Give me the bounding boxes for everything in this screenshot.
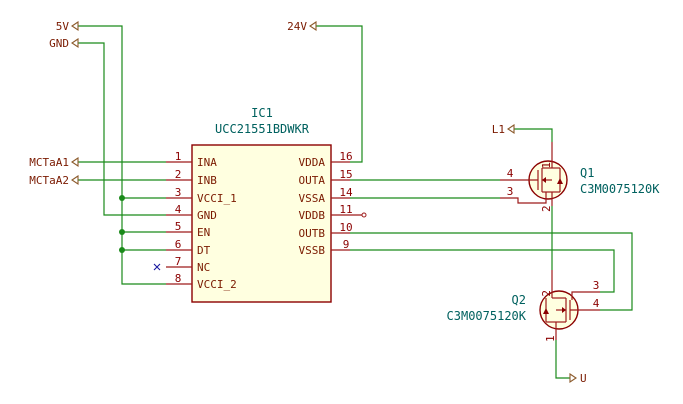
ic1-pin-number: 1 (175, 150, 182, 163)
ic1-pin-name: OUTB (299, 227, 326, 240)
ic1-body (191, 144, 332, 303)
ic1-pin-number: 15 (339, 168, 352, 181)
net-label-mctaa2-text: MCTaA2 (29, 174, 69, 187)
no-connect-icon (153, 263, 161, 271)
ic1-pin-number: 11 (339, 203, 352, 216)
ic1-pin-name: GND (197, 209, 217, 222)
ic1-pin-name: VSSB (299, 244, 326, 257)
ic1-pin-number: 9 (343, 238, 350, 251)
q2-value: C3M0075120K (447, 309, 527, 323)
ic1-pin-number: 7 (175, 255, 182, 268)
ic1-pin-name: NC (197, 261, 210, 274)
ic1-pin-number: 16 (339, 150, 352, 163)
q1-diode-icon (557, 178, 563, 184)
q2-arrow-icon (562, 307, 566, 313)
ic1-pin-name: VDDB (299, 209, 326, 222)
q2-pin-number: 4 (593, 297, 600, 310)
q2-mosfet-symbol: 2 1 3 4 Q2 C3M0075120K (447, 270, 600, 342)
ic1-pin-number: 6 (175, 238, 182, 251)
net-label-gnd-text: GND (49, 37, 69, 50)
junction-dot (119, 247, 125, 253)
ic1-pin-number: 5 (175, 220, 182, 233)
net-label-u: U (569, 372, 587, 385)
q2-ref: Q2 (512, 293, 526, 307)
ic1-pin-number: 3 (175, 186, 182, 199)
net-label-24v: 24V (287, 20, 317, 33)
q2-pin-number: 2 (540, 290, 553, 297)
ic1-pin-name: INB (197, 174, 217, 187)
ic1-pin-name: INA (197, 156, 217, 169)
q2-pin-number: 1 (544, 335, 557, 342)
wires (78, 25, 633, 379)
net-label-mctaa1: MCTaA1 (29, 156, 79, 169)
ic1-pin-number: 4 (175, 203, 182, 216)
net-label-5v: 5V (56, 20, 79, 33)
ic1-pin-name: VSSA (299, 192, 326, 205)
ic1-pin-name: VCCI_1 (197, 192, 237, 205)
net-label-5v-text: 5V (56, 20, 70, 33)
ic1-pin-number: 8 (175, 272, 182, 285)
unconnected-pin-icon (361, 212, 367, 218)
junctions (119, 195, 125, 253)
q1-ref: Q1 (580, 166, 594, 180)
q1-arrow-icon (542, 177, 546, 183)
q2-pin-number: 3 (593, 279, 600, 292)
ic1-pin-name: VDDA (299, 156, 326, 169)
net-label-u-text: U (580, 372, 587, 385)
ic1-value: UCC21551BDWKR (215, 122, 310, 136)
ic1-pin-name: EN (197, 226, 210, 239)
junction-dot (119, 195, 125, 201)
junction-dot (119, 229, 125, 235)
ic1-pin-name: DT (197, 244, 211, 257)
net-label-l1: L1 (492, 123, 515, 136)
ic1-pin-name: VCCI_2 (197, 278, 237, 291)
q2-diode-icon (543, 308, 549, 314)
q1-pin-number: 3 (507, 185, 514, 198)
q1-value: C3M0075120K (580, 182, 660, 196)
ic1-pin-number: 2 (175, 168, 182, 181)
q1-pin-number: 2 (540, 205, 553, 212)
q1-mosfet-symbol: 1 2 4 3 Q1 C3M0075120K (500, 142, 660, 212)
ic1-pin-number: 14 (339, 186, 353, 199)
net-label-24v-text: 24V (287, 20, 307, 33)
ic1-pin-name: OUTA (299, 174, 326, 187)
q1-pin-number: 4 (507, 167, 514, 180)
net-label-l1-text: L1 (492, 123, 505, 136)
net-label-mctaa2: MCTaA2 (29, 174, 79, 187)
ic1-ref: IC1 (251, 106, 273, 120)
ic1-symbol: IC1 UCC21551BDWKR 1 2 3 4 5 6 7 8 INA IN… (153, 106, 367, 303)
net-label-gnd: GND (49, 37, 79, 50)
q1-pin-number: 1 (540, 162, 553, 169)
ic1-pin-number: 10 (339, 221, 352, 234)
net-label-mctaa1-text: MCTaA1 (29, 156, 69, 169)
